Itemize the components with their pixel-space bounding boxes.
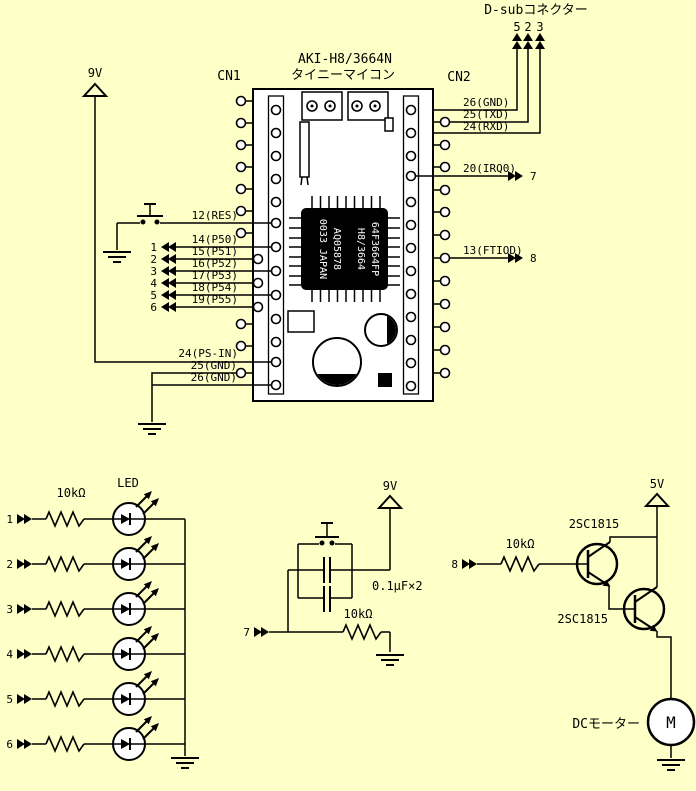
dsub-pin2: 2 (524, 20, 531, 34)
pushbutton-icon (315, 522, 339, 546)
dsub-label: D-subコネクター (484, 3, 588, 18)
power-9v-label: 9V (383, 479, 397, 493)
dsub-pin3: 3 (536, 20, 543, 34)
jumper-header (347, 91, 389, 121)
gnd-wires (151, 372, 271, 422)
debounce-circuit: 9V 0.1μF×2 7 10kΩ (243, 479, 423, 666)
signal-num-7: 7 (243, 626, 250, 639)
pin-label-25-gnd: 25(GND) (191, 359, 237, 372)
dsub-pin5: 5 (513, 20, 520, 34)
led-label: LED (117, 476, 139, 490)
cn1-label: CN1 (217, 69, 240, 84)
pin-label-17-p53: 17(P53) (192, 269, 238, 282)
capacitor-icon (323, 557, 331, 583)
dsub-connector: D-subコネクター 5 2 3 (416, 3, 588, 134)
pin-label-24-rxd: 24(RXD) (463, 120, 509, 133)
capacitor-top-view-small (364, 313, 398, 347)
pin-label-26-gnd: 26(GND) (463, 96, 509, 109)
cn1-pins (235, 95, 282, 391)
signal-num-3: 3 (150, 265, 157, 278)
right-side-signals: 26(GND) 25(TXD) 24(RXD) 20(IRQ0) 13(FTIO… (416, 96, 537, 265)
power-9v-label: 9V (88, 66, 102, 80)
pin-label-20-irq0: 20(IRQ0) (463, 162, 516, 175)
led-input-6: 6 (6, 738, 13, 751)
resonator (299, 121, 310, 186)
transistor-q2-label: 2SC1815 (557, 612, 608, 626)
resistor-value-label: 10kΩ (344, 607, 373, 621)
left-side-circuit: 9V 12(RES) 14(P50) 15(P51) 16(P52) 17(P5… (83, 66, 271, 435)
led-input-3: 3 (6, 603, 13, 616)
small-component (384, 117, 394, 132)
led-input-2: 2 (6, 558, 13, 571)
signal-num-7: 7 (530, 170, 537, 183)
pin-label-19-p55: 19(P55) (192, 293, 238, 306)
motor-icon: M (646, 697, 696, 747)
pushbutton-icon (117, 203, 271, 225)
signal-num-2: 2 (150, 253, 157, 266)
wire-9v-to-psin (94, 96, 271, 363)
cn2-pins (405, 104, 451, 392)
capacitor-value-label: 0.1μF×2 (372, 579, 423, 593)
debounce-wires (269, 508, 391, 652)
board-title-line2: タイニーマイコン (291, 68, 395, 83)
pin-label-24-psin: 24(PS-IN) (178, 347, 238, 360)
board-component-square (287, 310, 315, 333)
ic-marking-line4: 0033 JAPAN (317, 219, 328, 279)
pin-label-13-ftiod: 13(FTIOD) (463, 244, 523, 257)
signal-num-6: 6 (150, 301, 157, 314)
signal-wires (416, 175, 508, 259)
cn2-label: CN2 (447, 70, 470, 85)
led-resistor-label: 10kΩ (57, 486, 86, 500)
board-component-black (378, 373, 392, 387)
mcu-board: AKI-H8/3664N タイニーマイコン CN1 CN2 64F3664FP … (217, 52, 471, 402)
led-input-1: 1 (6, 513, 13, 526)
ic-chip: 64F3664FP H8/3664 AQ05878 0033 JAPAN (289, 196, 400, 302)
resistor-value-label: 10kΩ (506, 537, 535, 551)
pin-label-18-p54: 18(P54) (192, 281, 238, 294)
ic-marking-line2: H8/3664 (355, 228, 366, 270)
motor-driver-circuit: 5V 8 10kΩ 2SC1815 2SC1815 DCモーター M (451, 477, 696, 771)
power-5v-label: 5V (650, 477, 664, 491)
signal-num-4: 4 (150, 277, 157, 290)
pin-label-12-res: 12(RES) (192, 209, 238, 222)
ic-marking-line1: 64F3664FP (369, 222, 380, 276)
led-input-4: 4 (6, 648, 13, 661)
transistor-q1-label: 2SC1815 (569, 517, 620, 531)
pin-label-15-p51: 15(P51) (192, 245, 238, 258)
signal-num-8: 8 (451, 558, 458, 571)
jumper-header (301, 91, 343, 121)
pin-label-16-p52: 16(P52) (192, 257, 238, 270)
pin-label-25-txd: 25(TXD) (463, 108, 509, 121)
ic-pins (289, 196, 400, 302)
capacitor-top-view-large (312, 337, 362, 387)
driver-wires (477, 506, 672, 758)
signal-num-8: 8 (530, 252, 537, 265)
ic-marking-line3: AQ05878 (331, 228, 342, 270)
led-bank: 10kΩ LED 1 2 3 4 5 6 (6, 476, 200, 769)
pin-label-14-p50: 14(P50) (192, 233, 238, 246)
dc-motor-label: DCモーター (572, 717, 640, 732)
board-title-line1: AKI-H8/3664N (298, 52, 392, 67)
pin-label-26-gnd: 26(GND) (191, 371, 237, 384)
capacitor-icon (323, 586, 331, 612)
port-wires (176, 246, 271, 308)
signal-num-5: 5 (150, 289, 157, 302)
signal-num-1: 1 (150, 241, 157, 254)
led-input-5: 5 (6, 693, 13, 706)
dsub-wires (416, 45, 541, 134)
motor-symbol-letter: M (666, 713, 676, 732)
